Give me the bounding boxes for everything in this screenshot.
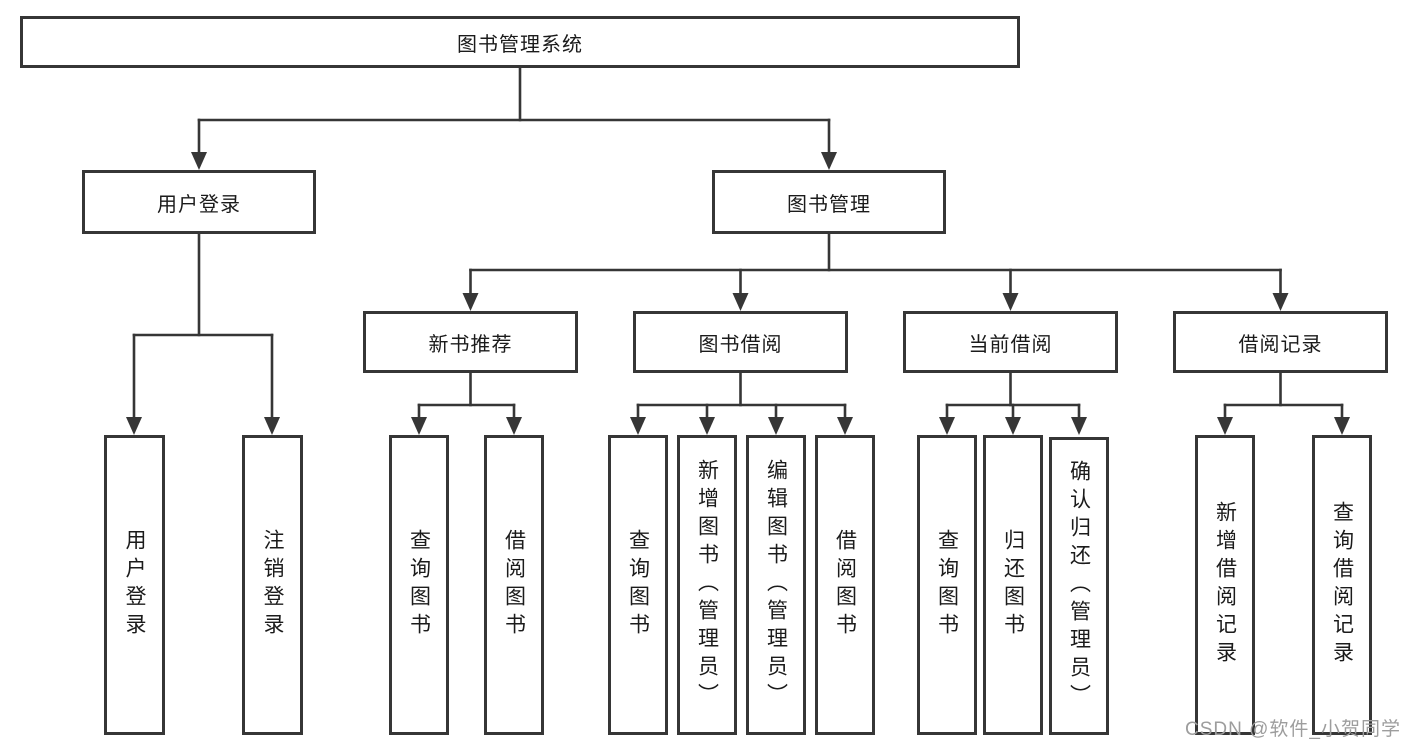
leaf-logout-label: 注销登录 [261,529,284,641]
node-borrowing-records-label: 借阅记录 [1238,333,1323,356]
leaf-bb-query-books-label: 查询图书 [626,529,650,641]
node-book-management: 图书管理 [712,170,946,234]
leaf-cb-confirm-return-admin: 确认归还（管理员） [1049,437,1109,735]
leaf-nr-query-books: 查询图书 [389,435,449,735]
node-current-borrowing: 当前借阅 [903,311,1118,373]
leaf-cb-query-books-label: 查询图书 [935,529,959,641]
leaf-bb-query-books: 查询图书 [608,435,668,735]
leaf-user-login-label: 用户登录 [123,529,146,641]
arrowheads [126,152,1350,435]
node-new-book-recommend-label: 新书推荐 [428,333,513,356]
leaf-bb-edit-books-admin: 编辑图书（管理员） [746,435,806,735]
node-borrowing-records: 借阅记录 [1173,311,1388,373]
node-current-borrowing-label: 当前借阅 [968,333,1053,356]
leaf-bb-add-books-admin-label: 新增图书（管理员） [695,459,719,711]
leaf-user-login: 用户登录 [104,435,165,735]
leaf-br-add-record-label: 新增借阅记录 [1213,501,1237,669]
leaf-bb-edit-books-admin-label: 编辑图书（管理员） [764,459,788,711]
node-book-borrowing: 图书借阅 [633,311,848,373]
leaf-nr-borrow-books: 借阅图书 [484,435,544,735]
leaf-cb-confirm-return-admin-label: 确认归还（管理员） [1067,460,1091,712]
leaf-nr-borrow-books-label: 借阅图书 [502,529,526,641]
node-book-borrowing-label: 图书借阅 [698,333,783,356]
leaf-bb-add-books-admin: 新增图书（管理员） [677,435,737,735]
leaf-br-add-record: 新增借阅记录 [1195,435,1255,735]
leaf-bb-borrow-books-label: 借阅图书 [833,529,857,641]
node-book-management-label: 图书管理 [787,193,871,216]
node-user-login: 用户登录 [82,170,316,234]
node-new-book-recommend: 新书推荐 [363,311,578,373]
leaf-cb-return-books: 归还图书 [983,435,1043,735]
leaf-br-query-record-label: 查询借阅记录 [1330,501,1354,669]
csdn-watermark: CSDN @软件_小贺同学 [1185,719,1401,740]
leaf-bb-borrow-books: 借阅图书 [815,435,875,735]
leaf-br-query-record: 查询借阅记录 [1312,435,1372,735]
leaf-nr-query-books-label: 查询图书 [407,529,431,641]
leaf-logout: 注销登录 [242,435,303,735]
leaf-cb-return-books-label: 归还图书 [1001,529,1025,641]
node-user-login-label: 用户登录 [157,193,241,216]
node-library-management-system-label: 图书管理系统 [457,33,583,56]
node-library-management-system: 图书管理系统 [20,16,1020,68]
leaf-cb-query-books: 查询图书 [917,435,977,735]
